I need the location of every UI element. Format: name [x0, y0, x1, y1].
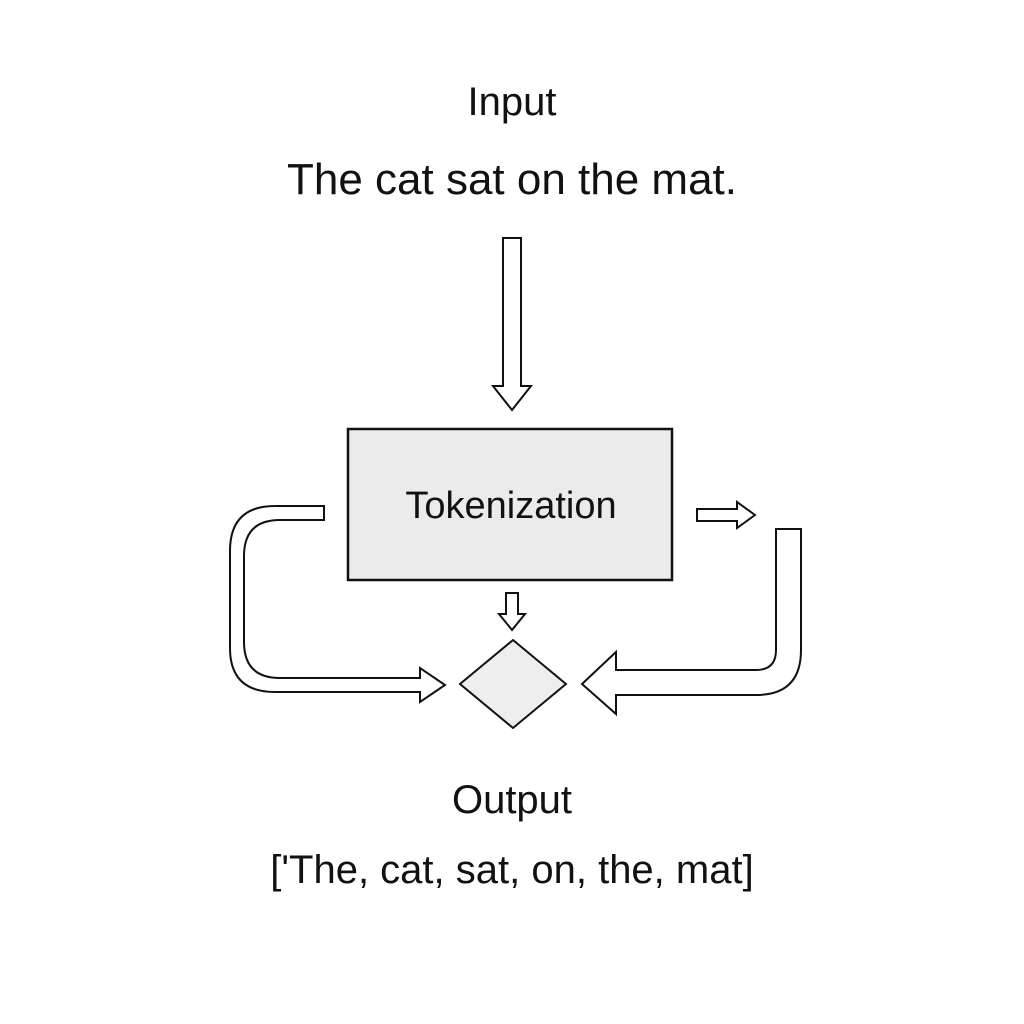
arrow-right-small: [696, 500, 757, 530]
input-text: The cat sat on the mat.: [286, 155, 737, 204]
output-title: Output: [451, 778, 573, 822]
output-text: ['The, cat, sat, on, the, mat]: [270, 848, 754, 892]
arrow-process-to-decision: [496, 592, 528, 632]
arrow-right-loop: [580, 528, 802, 717]
decision-diamond: [458, 638, 568, 730]
arrow-input-to-process: [490, 237, 534, 412]
arrow-left-loop: [229, 505, 447, 704]
process-box: [346, 427, 674, 582]
process-label: Tokenization: [405, 485, 616, 527]
input-title: Input: [467, 80, 557, 124]
